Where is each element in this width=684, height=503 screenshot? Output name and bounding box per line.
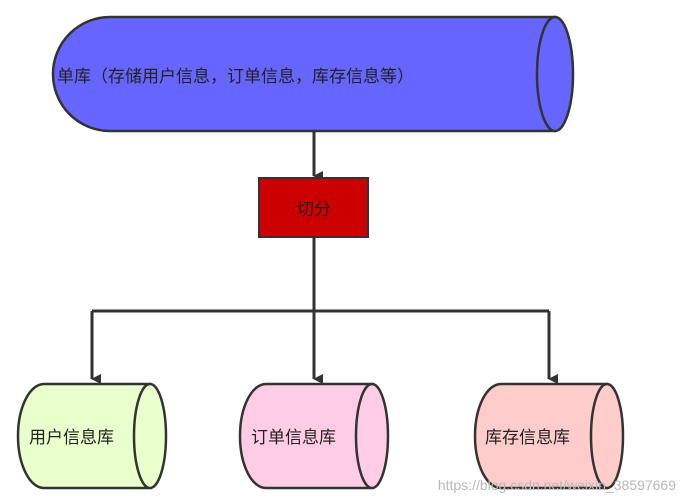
inventory-info-db-label: 库存信息库 [485,428,570,448]
split-box-rect [258,177,369,238]
single-database-body [51,15,557,133]
inventory-info-db-body [473,382,609,490]
inventory-info-db-end-cap [589,382,625,490]
single-database-cylinder: 单库（存储用户信息，订单信息，库存信息等） [51,15,575,133]
order-info-db-end-cap [354,382,390,490]
user-info-db-end-cap [132,382,168,490]
order-info-db-body [238,382,374,490]
single-database-label: 单库（存储用户信息，订单信息，库存信息等） [57,67,414,87]
split-box: 切分 [258,177,369,238]
user-info-db-cylinder: 用户信息库 [16,382,168,490]
order-info-db-cylinder: 订单信息库 [238,382,390,490]
inventory-info-db-cylinder: 库存信息库 [473,382,625,490]
single-database-end-cap [535,15,575,133]
split-label: 切分 [297,200,331,220]
split-connectors [90,237,558,384]
user-info-db-label: 用户信息库 [29,428,114,448]
order-info-db-label: 订单信息库 [251,428,336,448]
watermark-text: https://blog.csdn.net/weixin_38597669 [438,477,676,493]
user-info-db-body [16,382,152,490]
